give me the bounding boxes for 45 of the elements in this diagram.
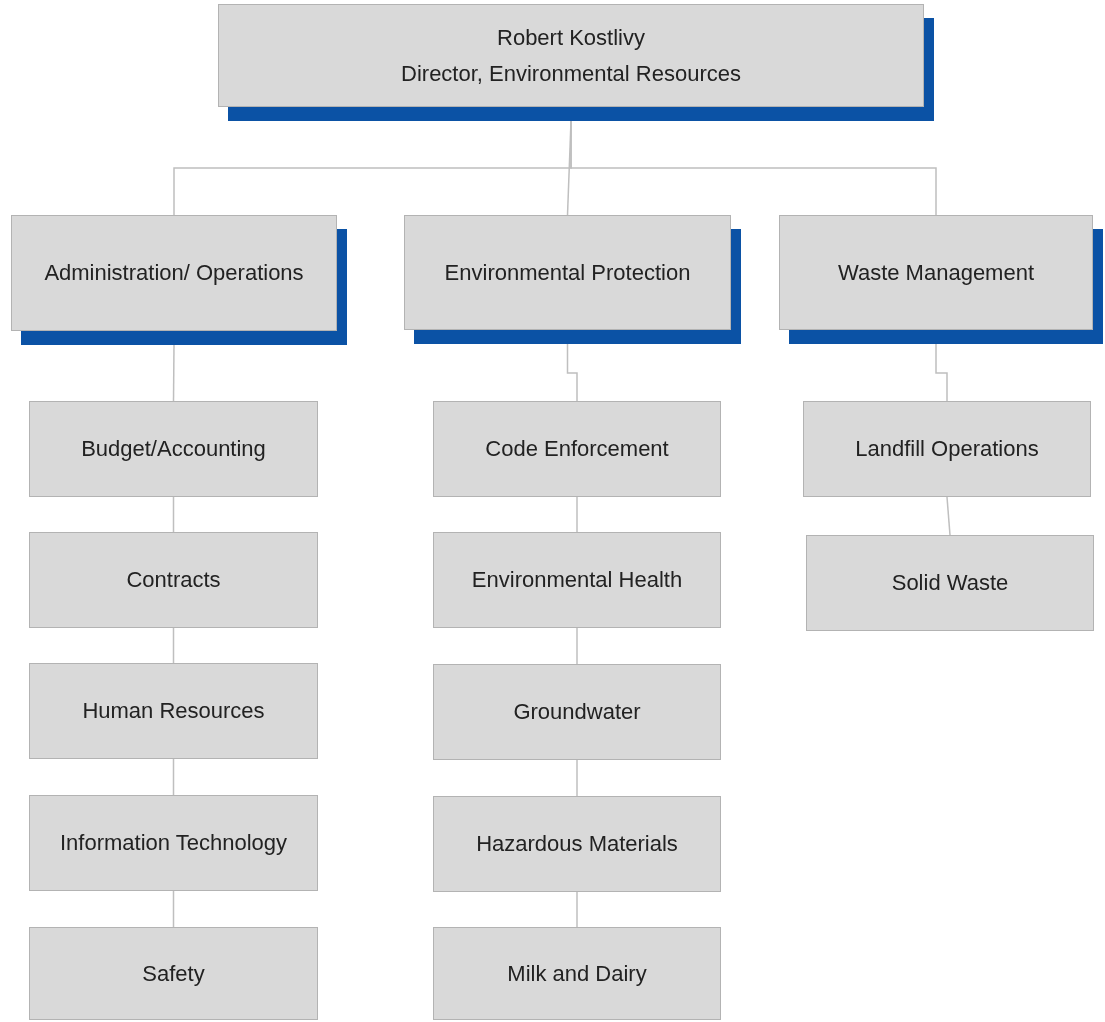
box-label: Budget/Accounting [81, 435, 266, 464]
org-box [433, 401, 721, 497]
org-box [218, 4, 934, 121]
org-box [29, 401, 318, 497]
connector-line [172, 627, 175, 664]
box-label: Director, Environmental Resources [401, 59, 741, 88]
box-label: Milk and Dairy [507, 959, 647, 988]
connector-line [576, 496, 578, 533]
org-box [433, 664, 721, 760]
org-box [404, 215, 741, 344]
box-label: Landfill Operations [855, 435, 1039, 464]
box-label: Code Enforcement [485, 435, 669, 464]
org-box [29, 927, 318, 1020]
org-box [433, 927, 721, 1020]
box-label: Administration/ Operations [44, 259, 304, 288]
org-box [806, 535, 1094, 631]
connector-line [935, 343, 948, 402]
box-label: Safety [142, 959, 205, 988]
org-box [433, 532, 721, 628]
box-label: Environmental Health [471, 566, 683, 595]
box-label: Human Resources [82, 697, 265, 726]
box-label: Waste Management [837, 258, 1035, 287]
org-box [779, 215, 1103, 344]
box-label: Environmental Protection [444, 258, 691, 287]
connector-line [172, 890, 175, 928]
box-label: Groundwater [513, 698, 641, 727]
connector-line [946, 496, 951, 536]
org-box [29, 663, 318, 759]
org-box [29, 532, 318, 628]
connector-line [172, 344, 175, 402]
org-box [433, 796, 721, 892]
connector-line [172, 496, 175, 533]
connector-line [172, 758, 175, 796]
box-label: Hazardous Materials [476, 830, 678, 859]
org-box [29, 795, 318, 891]
connector-line [566, 343, 578, 402]
box-label: Solid Waste [891, 569, 1009, 598]
connector-line [576, 759, 578, 797]
connector-line [576, 891, 578, 928]
org-box [11, 215, 347, 345]
box-label: Robert Kostlivy [497, 24, 645, 53]
box-label: Contracts [126, 566, 221, 595]
connector-line [576, 627, 578, 665]
org-box [803, 401, 1091, 497]
box-label: Information Technology [59, 829, 288, 858]
